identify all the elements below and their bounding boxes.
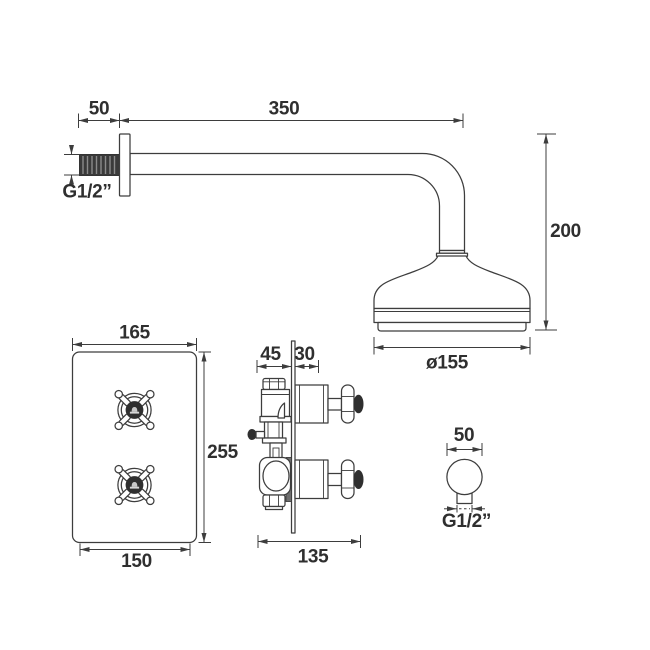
head-diameter-label: ø155 — [426, 353, 469, 374]
dim-head-diameter: ø155 — [373, 337, 531, 374]
thread-od-label: G1/2” — [62, 182, 111, 203]
dim-arm-length: 350 — [119, 99, 464, 128]
lower-valve-nut — [262, 494, 286, 508]
lower-trim-cylinder — [294, 459, 329, 500]
lower-valve-rear — [258, 456, 292, 511]
plate-faceplate — [71, 351, 198, 544]
arm-length-label: 350 — [269, 99, 300, 120]
dim-outlet-thread: G1/2” — [442, 505, 491, 532]
arm-offset-label: 50 — [89, 99, 110, 120]
dim-plate-width: 165 — [72, 323, 197, 351]
upper-valve-hex-cap — [262, 377, 286, 391]
upper-valve-front — [294, 384, 364, 424]
upper-valve-flange — [259, 415, 292, 423]
dim-thread-od: G1/2” — [62, 145, 112, 203]
upper-valve-flag — [277, 402, 286, 419]
lower-valve-dome — [258, 456, 292, 496]
dim-valve-width: 135 — [257, 535, 361, 568]
head-drop-label: 200 — [550, 221, 581, 242]
shower-head — [373, 255, 531, 332]
dim-plate-height: 255 — [198, 351, 239, 543]
plate-width-label: 165 — [119, 323, 151, 344]
side-screw — [247, 429, 257, 440]
upper-handle-knob — [353, 394, 364, 414]
shower-arm — [129, 152, 466, 252]
plate-fixing-label: 150 — [121, 551, 152, 572]
upper-valve-rear — [259, 377, 292, 423]
lower-handle-stem — [327, 472, 343, 487]
lower-handle-side — [340, 459, 355, 500]
dim-outlet-diameter: 50 — [446, 425, 483, 456]
valve-connector — [247, 421, 287, 459]
dim-depth-front: 30 — [294, 344, 319, 373]
upper-valve-body — [260, 388, 291, 418]
depth-front-label: 30 — [294, 344, 315, 365]
outlet-front-view: 50 G1/2” — [442, 425, 492, 532]
outlet-thread-label: G1/2” — [442, 511, 491, 532]
lower-handle-knob — [353, 470, 364, 489]
upper-trim-cylinder — [294, 384, 329, 424]
wall-plate-edge — [290, 340, 296, 534]
valve-side-view: 45 30 — [247, 340, 364, 568]
plate-front-view: 165 255 150 — [71, 323, 239, 572]
dim-head-drop: 200 — [535, 133, 581, 331]
shower-arm-assembly: 50 350 — [62, 99, 581, 374]
dim-depth-behind: 45 — [256, 344, 292, 373]
head-rim — [373, 307, 531, 324]
thread-hatch — [82, 156, 116, 174]
plate-height-label: 255 — [207, 442, 239, 463]
outlet-diameter-label: 50 — [454, 425, 475, 446]
wall-flange — [118, 133, 131, 197]
dim-plate-fixing: 150 — [79, 543, 191, 572]
valve-width-label: 135 — [298, 547, 330, 568]
valve-neck — [269, 442, 283, 459]
arm-collar — [435, 249, 469, 257]
depth-behind-label: 45 — [260, 344, 281, 365]
arm-thread — [79, 154, 120, 176]
head-rim-band — [377, 321, 527, 332]
lower-valve-front — [294, 459, 364, 500]
dim-arm-offset: 50 — [78, 99, 120, 128]
upper-handle-side — [340, 384, 355, 424]
head-bell — [373, 255, 531, 310]
upper-handle-stem — [327, 397, 343, 411]
outlet-body — [446, 458, 483, 496]
